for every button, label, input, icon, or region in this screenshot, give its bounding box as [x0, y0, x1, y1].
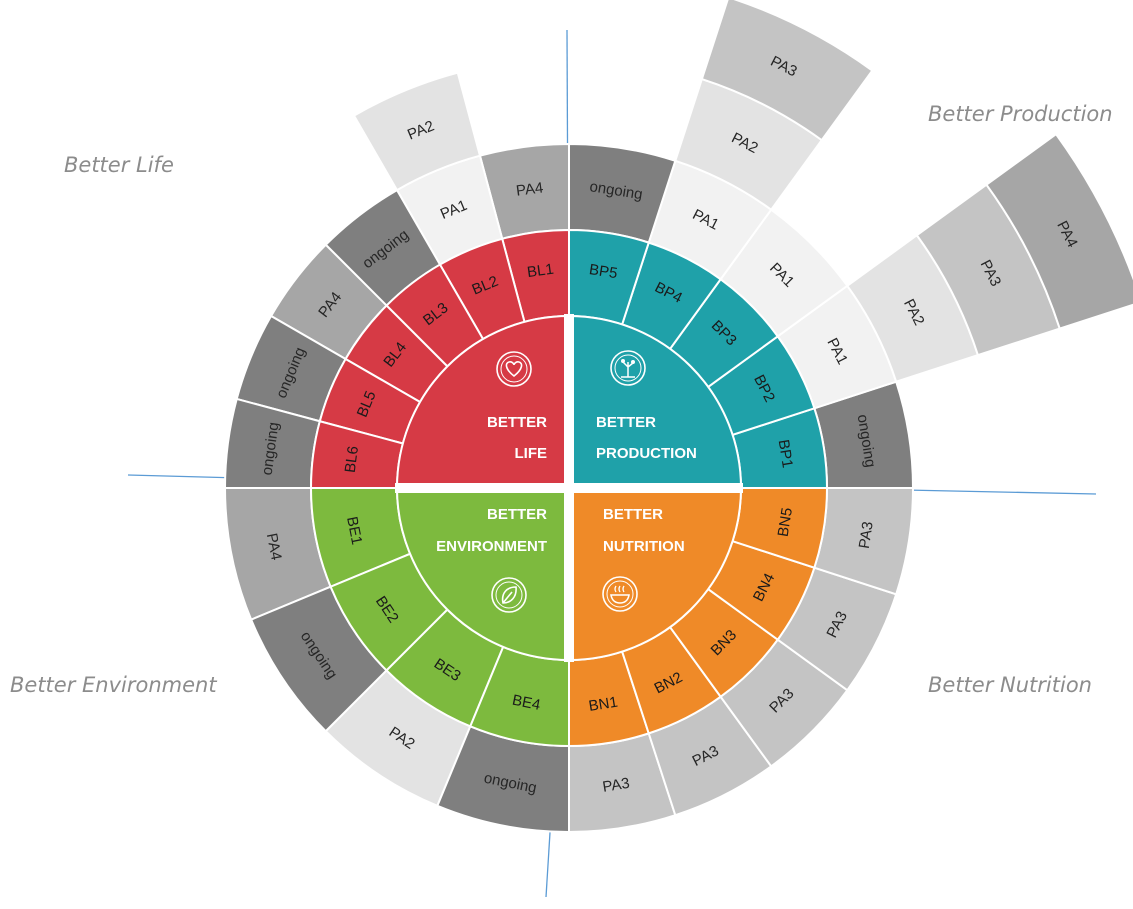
- segment-label-bp1: BP1: [775, 438, 796, 469]
- hub-production-line2: PRODUCTION: [596, 445, 697, 462]
- status-label-bl1-1: PA4: [515, 179, 544, 199]
- better-environment-label: Better Environment: [10, 673, 217, 697]
- hub-environment-line1: BETTER: [487, 506, 547, 523]
- segment-label-bn5: BN5: [775, 507, 796, 538]
- hub-life-line2: LIFE: [515, 445, 548, 462]
- status-label-bn5-1: PA3: [856, 520, 877, 550]
- hub-production: [568, 314, 743, 489]
- hub-environment-line2: ENVIRONMENT: [436, 538, 547, 555]
- segment-label-bl1: BL1: [526, 261, 555, 281]
- hub-nutrition-line2: NUTRITION: [603, 538, 685, 555]
- better-production-label: Better Production: [928, 102, 1113, 126]
- better-life-label: Better Life: [64, 153, 174, 177]
- plant-globe-icon: [610, 350, 646, 386]
- status-label-bl6-1: ongoing: [259, 421, 283, 476]
- leaf-icon: [491, 577, 527, 613]
- segment-label-bl6: BL6: [342, 445, 362, 474]
- segment-label-bn1: BN1: [588, 694, 619, 715]
- better-nutrition-label: Better Nutrition: [928, 673, 1092, 697]
- status-label-bn1-1: PA3: [601, 775, 631, 796]
- hub-production-line1: BETTER: [596, 414, 656, 431]
- segment-label-be1: BE1: [343, 515, 365, 546]
- hub-horizontal-gap: [395, 483, 743, 493]
- hub-icons: [491, 350, 646, 613]
- hub-environment: [395, 487, 570, 662]
- status-band-bp2-4: [985, 132, 1133, 330]
- hub-life-line1: BETTER: [487, 414, 547, 431]
- hub-life: [395, 314, 570, 489]
- hub-nutrition: [568, 487, 743, 662]
- hub-nutrition-line1: BETTER: [603, 506, 663, 523]
- status-band-bp4-3: [700, 0, 874, 142]
- status-band-bl2-2: [352, 71, 482, 192]
- code-ring: BP1BP2BP3BP4BP5BL1BL2BL3BL4BL5BL6BE1BE2B…: [309, 228, 829, 748]
- segment-label-be4: BE4: [511, 692, 542, 714]
- hub-labels: BETTER LIFE BETTER PRODUCTION BETTER ENV…: [436, 414, 697, 555]
- status-label-be1-1: PA4: [263, 532, 285, 562]
- axis-line-right: [904, 489, 1097, 495]
- heart-icon: [496, 351, 532, 387]
- axis-line-left: [127, 474, 241, 479]
- hub-quadrants: [395, 314, 743, 662]
- segment-label-bp5: BP5: [588, 261, 619, 282]
- cooking-bowl-icon: [602, 576, 638, 612]
